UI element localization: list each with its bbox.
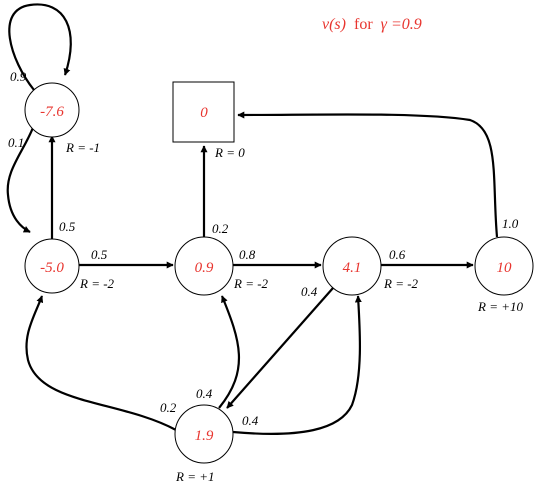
- state-value-s5: 10: [497, 260, 513, 276]
- edge-s1-s2: [6, 124, 36, 233]
- edge-s1-s1: [8, 3, 72, 91]
- state-node-s3: [174, 236, 234, 296]
- edge-s4-s6: [226, 287, 334, 409]
- prob-label-s5-terminal: 1.0: [502, 216, 519, 231]
- reward-label-terminal: R = 0: [214, 145, 245, 160]
- state-value-s3: 0.9: [195, 260, 214, 276]
- edge-s5-terminal: [237, 111, 499, 238]
- state-value-s6: 1.9: [195, 428, 214, 444]
- reward-label-s2: R = -2: [79, 276, 115, 291]
- title-gamma: γ =0.9: [381, 16, 422, 33]
- edge-s6-s2: [25, 295, 177, 431]
- prob-label-s4-s5: 0.6: [389, 247, 406, 262]
- state-node-s5: [474, 236, 534, 296]
- state-node-s2: [24, 238, 80, 294]
- prob-label-s2-s1: 0.5: [59, 219, 76, 234]
- prob-label-s3-s4: 0.8: [239, 247, 256, 262]
- prob-label-s4-s6: 0.4: [301, 284, 318, 299]
- terminal-state-node: [172, 81, 235, 143]
- prob-label-s1-s1: 0.9: [10, 69, 27, 84]
- prob-label-s2-s3: 0.5: [91, 247, 108, 262]
- edge-s6-s3: [218, 295, 240, 409]
- reward-label-s5: R = +10: [477, 299, 523, 314]
- prob-label-s6-s3: 0.4: [196, 386, 213, 401]
- prob-label-s1-s2: 0.1: [8, 135, 24, 150]
- state-value-terminal: 0: [200, 105, 208, 121]
- state-value-s2: -5.0: [40, 260, 64, 276]
- prob-label-s6-s4: 0.4: [242, 413, 259, 428]
- state-value-s1: -7.6: [40, 104, 64, 120]
- state-value-s4: 4.1: [343, 260, 362, 276]
- prob-label-s3-terminal: 0.2: [212, 221, 229, 236]
- reward-label-s3: R = -2: [233, 276, 269, 291]
- reward-label-s1: R = -1: [65, 140, 100, 155]
- state-node-s1: [24, 82, 80, 138]
- title-for: for: [354, 16, 373, 33]
- reward-label-s4: R = -2: [383, 276, 419, 291]
- diagram-title: v(s) for γ =0.9: [322, 16, 422, 33]
- edge-s6-s4: [232, 295, 362, 435]
- reward-label-s6: R = +1: [175, 469, 215, 484]
- prob-label-s6-s2: 0.2: [160, 400, 177, 415]
- title-value-fn: v(s): [322, 16, 346, 33]
- state-node-s6: [174, 404, 234, 464]
- state-node-s4: [322, 236, 382, 296]
